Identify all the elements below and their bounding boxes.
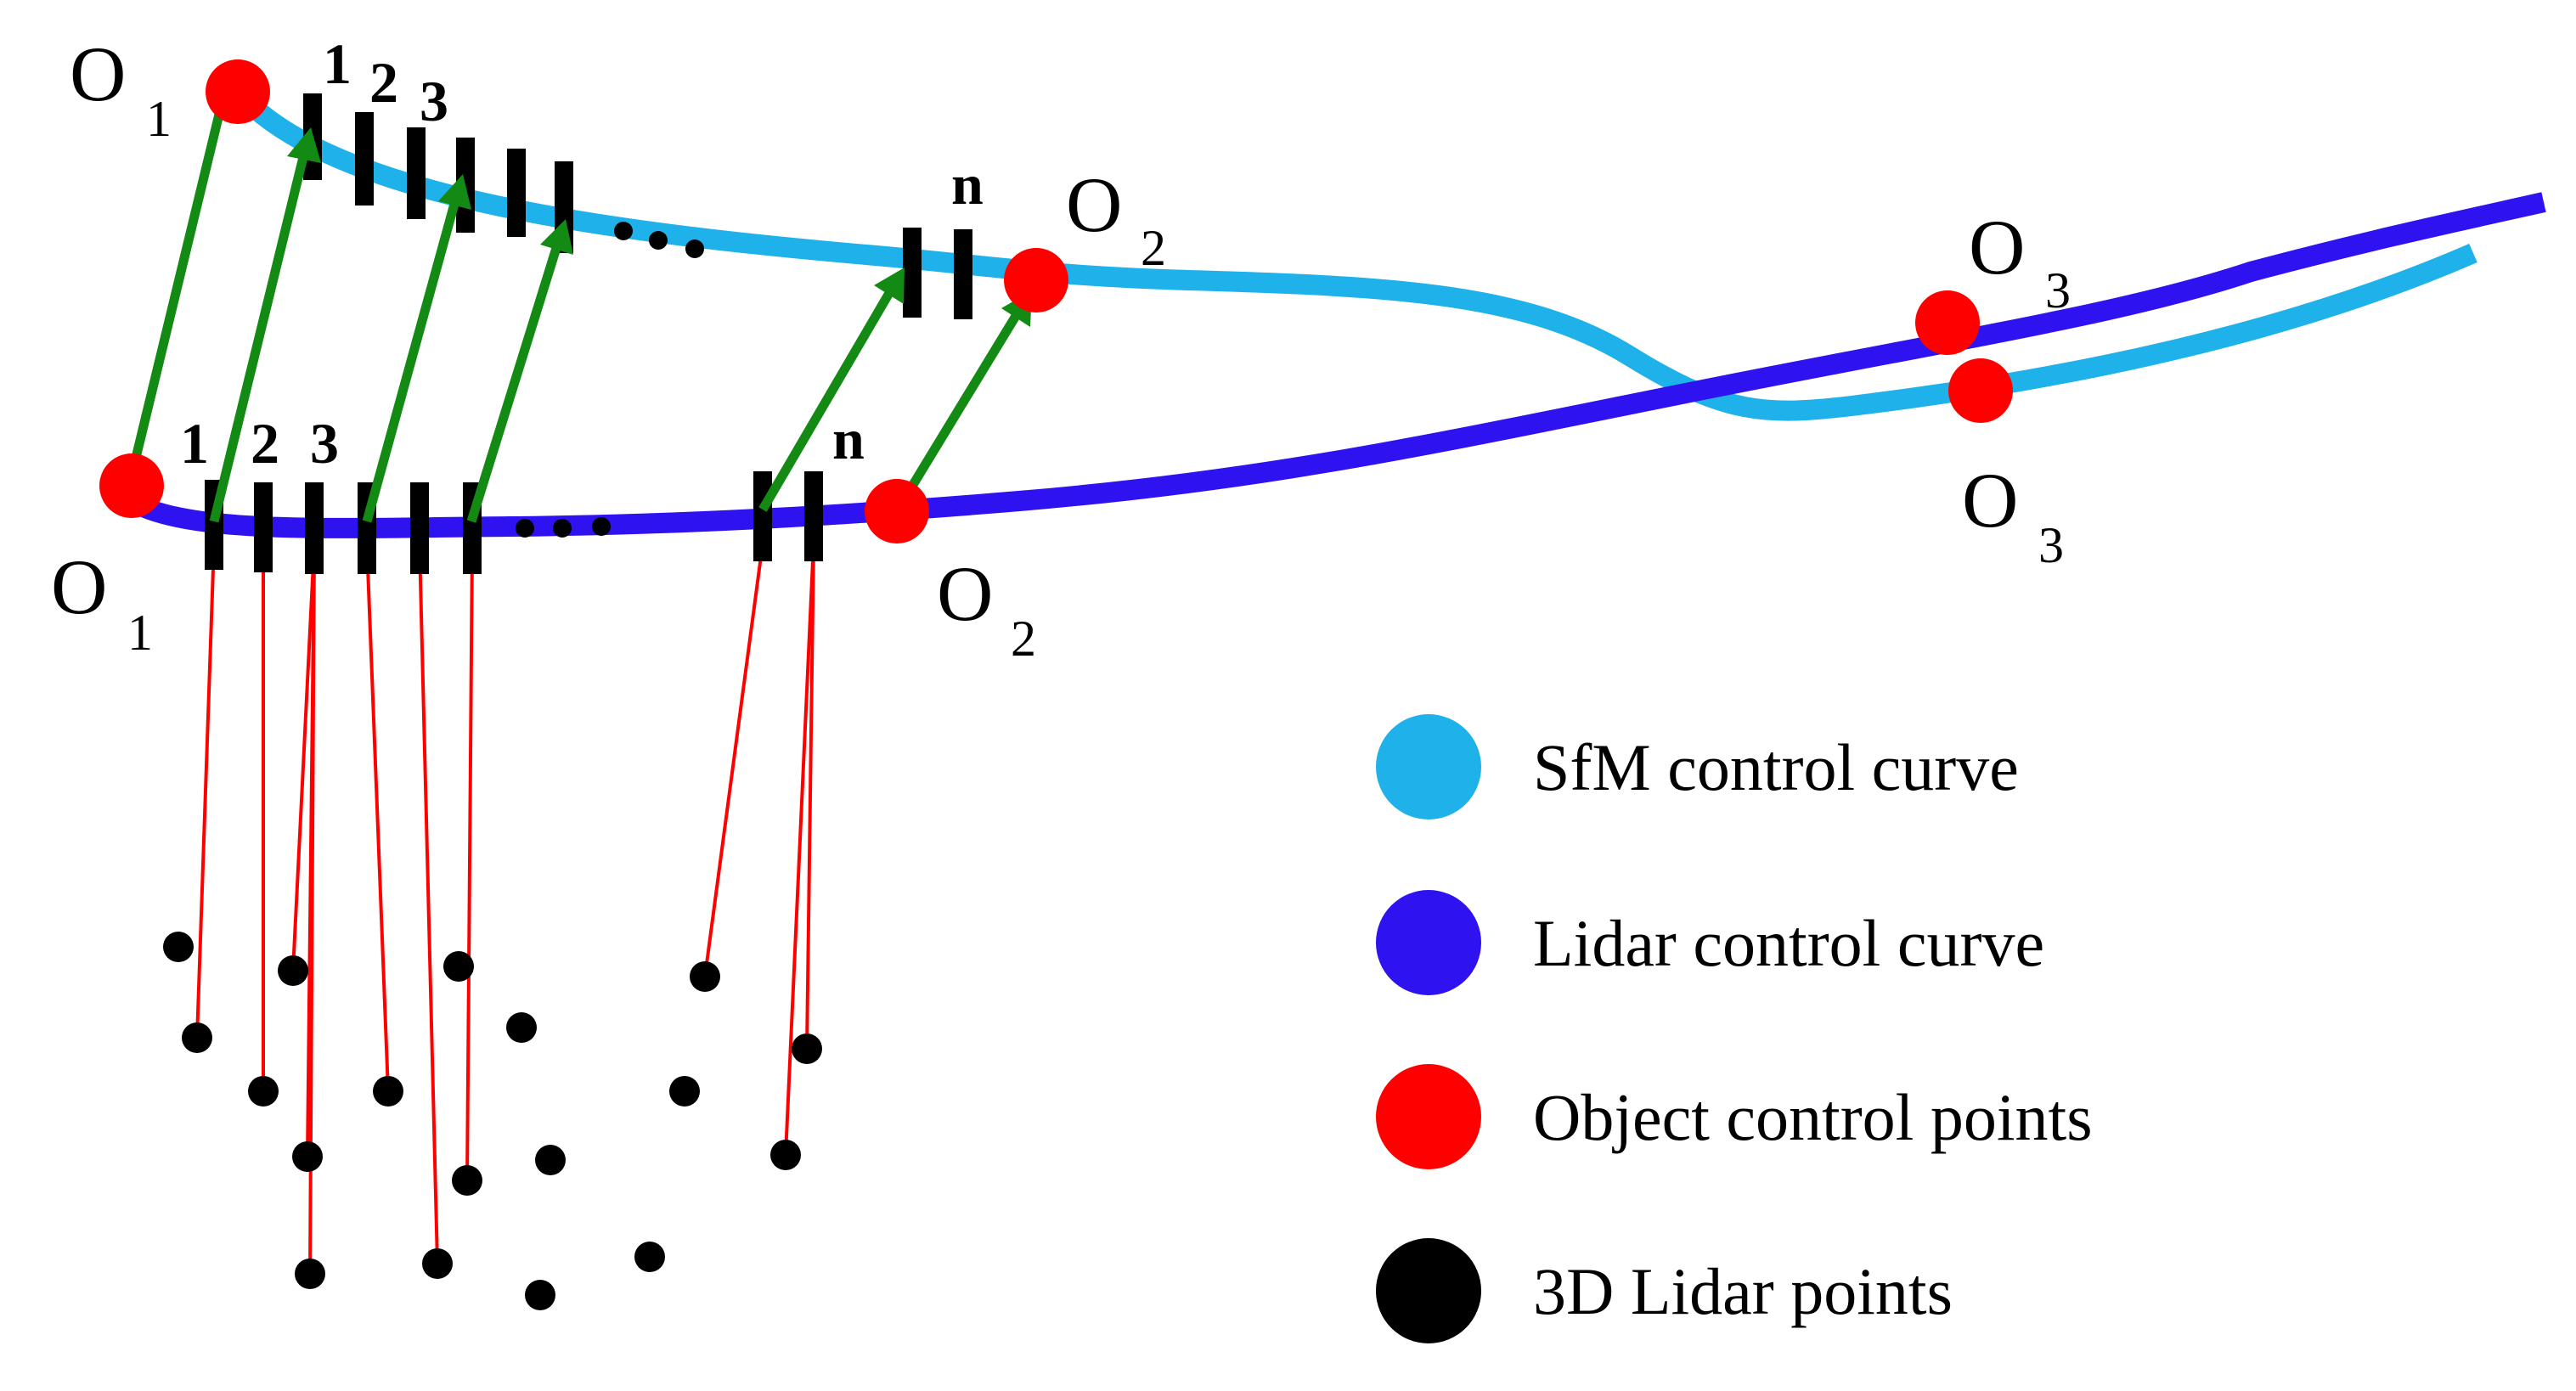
projection-line [465, 544, 474, 1181]
projection-line [418, 544, 439, 1264]
sfm-tick-mark [355, 112, 374, 206]
lidar-point [292, 1141, 323, 1172]
projection-line [805, 541, 815, 1050]
ellipsis-dot [516, 519, 534, 538]
sfm-ellipsis [614, 222, 704, 258]
correspondence-arrow [209, 127, 321, 523]
lidar-tick-mark [305, 482, 324, 574]
lidar-o3-subscript: 3 [2045, 262, 2071, 318]
lidar-control-point-o3 [1915, 290, 1980, 355]
sfm-tick-mark [407, 127, 426, 219]
sfm-tick-label-n: n [951, 152, 984, 217]
sfm-tick-mark [954, 229, 972, 319]
sfm-o3-label: O [1962, 457, 2018, 543]
lidar-curve-swatch-icon [1376, 890, 1481, 995]
sfm-tick-label-3: 3 [420, 69, 448, 133]
lidar-point [182, 1022, 212, 1053]
sfm-o2-subscript: 2 [1141, 220, 1166, 276]
control-point-labels: O 1 O 2 O 3 O 1 O 2 O 3 [51, 31, 2071, 667]
sfm-control-point-o2 [1004, 248, 1068, 313]
lidar-point [373, 1076, 403, 1107]
legend-item-lidar: Lidar control curve [1376, 890, 2044, 995]
lidar-control-point-o2 [865, 479, 929, 543]
lidar-o2-subscript: 2 [1011, 611, 1036, 667]
correspondence-arrow [466, 219, 573, 523]
lidar-point [770, 1140, 801, 1170]
projection-line [784, 541, 815, 1156]
projection-line [365, 544, 390, 1092]
correspondence-arrows [124, 71, 1032, 523]
legend-label: SfM control curve [1533, 730, 2019, 804]
lidar-o3-label: O [1969, 204, 2025, 290]
correspondence-arrow [362, 174, 471, 523]
sfm-control-point-o3 [1948, 358, 2013, 423]
ellipsis-dot [649, 231, 668, 250]
projection-lines [195, 541, 815, 1275]
lidar-point [443, 951, 474, 982]
lidar-point [248, 1076, 279, 1107]
lidar-point [278, 955, 308, 986]
legend-item-sfm: SfM control curve [1376, 714, 2019, 819]
tick-number-labels: 1 2 3 n 1 2 3 n [180, 31, 984, 476]
sfm-control-point-o1 [206, 59, 270, 124]
lidar-o2-label: O [937, 550, 993, 637]
sfm-control-curve [230, 84, 2477, 421]
sfm-tick-label-2: 2 [369, 50, 398, 115]
lidar-tick-mark [753, 471, 772, 561]
lidar-o1-label: O [51, 543, 107, 630]
lidar-point [525, 1280, 555, 1310]
correspondence-arrow [893, 290, 1032, 514]
projection-line [703, 543, 764, 977]
legend-label: Lidar control curve [1533, 906, 2044, 980]
control-point-swatch-icon [1376, 1064, 1481, 1169]
lidar-tick-mark [254, 482, 273, 572]
lidar-point [163, 932, 194, 962]
lidar-point-cloud [163, 932, 822, 1310]
lidar-point [690, 961, 720, 992]
legend-item-control-points: Object control points [1376, 1064, 2093, 1169]
lidar-point [535, 1145, 566, 1175]
ellipsis-dot [685, 239, 704, 258]
lidar-tick-mark [410, 482, 429, 574]
sfm-tick-marks [303, 93, 972, 319]
object-control-points [99, 59, 2013, 543]
lidar-tick-label-3: 3 [310, 411, 339, 476]
lidar-ellipsis [516, 517, 611, 538]
lidar-control-curve [121, 192, 2546, 538]
sfm-curve-swatch-icon [1376, 714, 1481, 819]
lidar-point [295, 1259, 325, 1289]
sfm-tick-mark [507, 149, 526, 237]
ellipsis-dot [614, 222, 633, 240]
sfm-o2-label: O [1066, 161, 1122, 248]
lidar-point [792, 1033, 822, 1064]
projection-line [195, 543, 216, 1039]
lidar-point-swatch-icon [1376, 1238, 1481, 1343]
lidar-point [506, 1012, 537, 1043]
lidar-tick-label-n: n [832, 407, 865, 471]
lidar-tick-label-1: 1 [180, 411, 209, 476]
lidar-tick-mark [804, 471, 823, 561]
sfm-o1-label: O [70, 31, 126, 117]
lidar-point [634, 1242, 665, 1272]
sfm-o3-subscript: 3 [2038, 517, 2064, 573]
legend-label: Object control points [1533, 1080, 2093, 1154]
sfm-tick-label-1: 1 [323, 31, 352, 96]
ellipsis-dot [592, 517, 611, 536]
projection-line [291, 544, 316, 971]
lidar-control-point-o1 [99, 453, 164, 518]
lidar-point [669, 1076, 700, 1107]
legend: SfM control curve Lidar control curve Ob… [1376, 714, 2093, 1343]
sfm-tick-mark [903, 228, 922, 318]
correspondence-arrow [758, 268, 905, 512]
lidar-o1-subscript: 1 [127, 605, 153, 661]
lidar-point [452, 1165, 482, 1196]
sfm-o1-subscript: 1 [146, 91, 172, 147]
ellipsis-dot [553, 519, 572, 538]
legend-label: 3D Lidar points [1533, 1254, 1953, 1328]
lidar-tick-label-2: 2 [251, 411, 279, 476]
legend-item-lidar-points: 3D Lidar points [1376, 1238, 1953, 1343]
lidar-point [422, 1248, 453, 1279]
